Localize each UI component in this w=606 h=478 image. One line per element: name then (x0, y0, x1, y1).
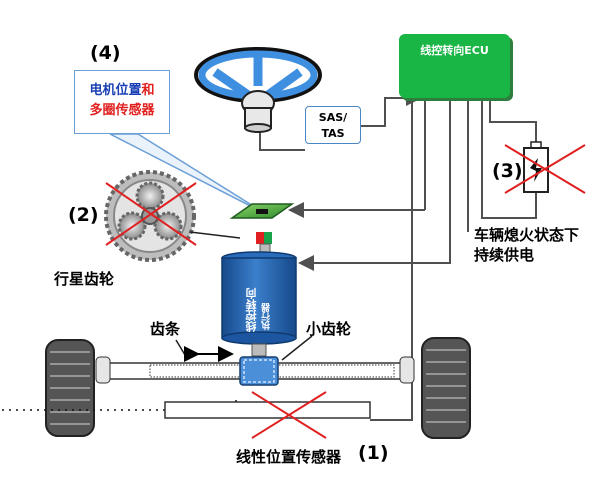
actuator-label-line2: 执行器 (262, 303, 272, 330)
linear-sensor-cross (251, 391, 327, 439)
tie-rod-ends (95, 356, 415, 384)
rack-leader (175, 339, 189, 361)
planetary-cross (105, 182, 197, 246)
linear-sensor-number: (1) (358, 442, 389, 464)
callout-pointer (109, 133, 267, 215)
battery-icon (523, 141, 549, 193)
ecu-box: 线控转向ECU (399, 34, 510, 98)
sas-label: SAS/ (318, 111, 348, 124)
linear-sensor-label: 线性位置传感器 (236, 448, 342, 466)
ecu-label: 线控转向ECU (420, 44, 489, 57)
signal-wires (259, 78, 537, 421)
motor-position-sensor-chip (229, 203, 295, 219)
left-wheel-icon (45, 339, 95, 437)
steer-by-wire-actuator (221, 232, 297, 357)
power-label-line2: 持续供电 (474, 246, 535, 264)
power-label-line1: 车辆熄火状态下 (474, 226, 580, 244)
battery-cross (504, 144, 586, 194)
rack-label: 齿条 (150, 320, 181, 338)
planetary-number: (2) (68, 204, 99, 226)
pinion-label: 小齿轮 (306, 320, 352, 338)
planetary-gear-icon (104, 170, 196, 262)
battery-number: (3) (492, 160, 523, 182)
sas-tas-box: SAS/ TAS (305, 106, 361, 144)
steering-wheel-icon (194, 47, 322, 133)
planetary-label: 行星齿轮 (54, 270, 115, 288)
right-wheel-icon (421, 337, 471, 439)
linear-position-sensor (164, 401, 371, 419)
callout-number: (4) (90, 42, 121, 64)
pinion-icon (239, 356, 279, 386)
planetary-leader (189, 231, 241, 239)
callout-line1-blue: 电机位置 (89, 83, 142, 98)
tas-label: TAS (321, 127, 345, 140)
motor-sensor-callout: 电机位置和 多圈传感器 (74, 70, 170, 134)
callout-line2: 多圈传感器 (89, 103, 155, 118)
pinion-leader (281, 335, 313, 361)
callout-line1-red: 和 (141, 83, 155, 98)
